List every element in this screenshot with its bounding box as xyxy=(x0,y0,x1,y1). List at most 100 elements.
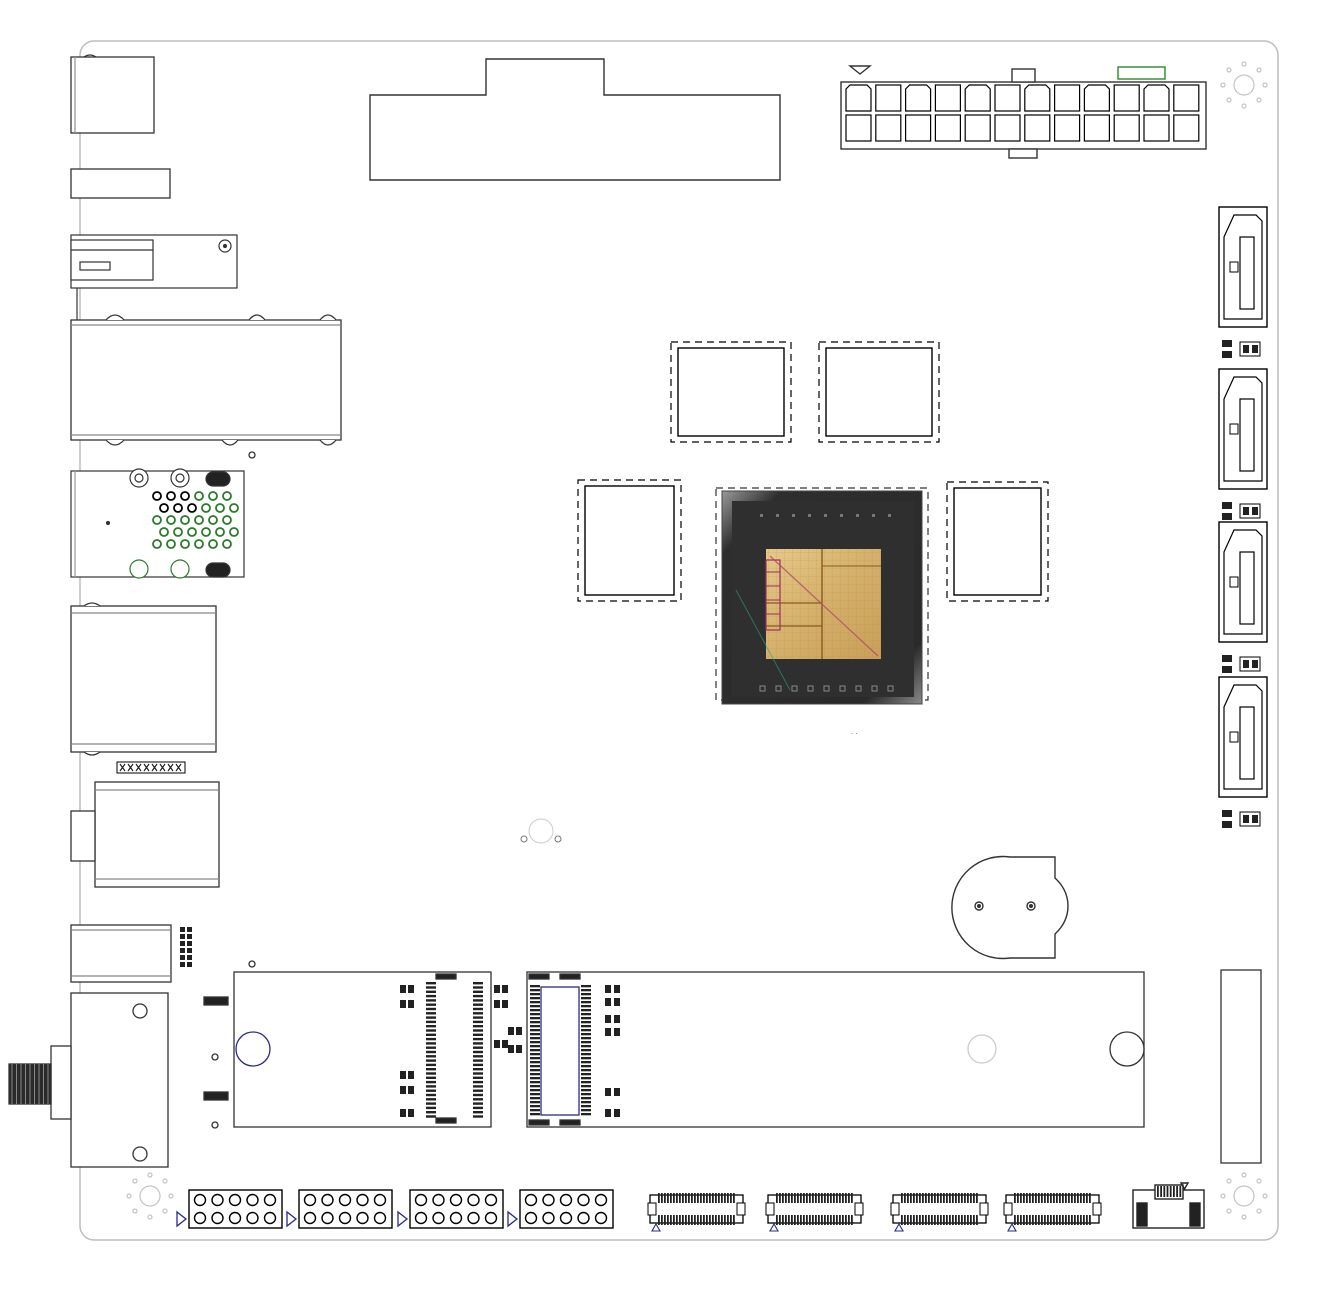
cpu-dot xyxy=(823,685,830,692)
smd-part xyxy=(1243,815,1249,823)
smd-part xyxy=(408,1109,414,1117)
m2-contact xyxy=(426,1050,436,1054)
small-header-pin xyxy=(180,941,185,946)
m2-contact xyxy=(581,1097,591,1100)
fpc-pin xyxy=(967,1193,969,1203)
m2-contact xyxy=(426,1029,436,1032)
fpc-pin xyxy=(1083,1193,1085,1203)
fpc-pin xyxy=(1080,1215,1082,1225)
fpc-pin xyxy=(916,1215,918,1225)
m2-contact xyxy=(426,986,436,989)
fpc-pin xyxy=(940,1193,942,1203)
m2-contact xyxy=(581,1045,591,1048)
m2-contact xyxy=(426,1098,436,1101)
memory-chip-2 xyxy=(825,347,933,437)
fpc-pin xyxy=(851,1215,853,1225)
fpc-pin xyxy=(976,1215,978,1225)
m2-contact xyxy=(426,1089,436,1092)
m2-contact xyxy=(426,1111,436,1114)
memory-chips xyxy=(577,341,1049,602)
fan-pin xyxy=(1179,1186,1182,1197)
fpc-pin xyxy=(697,1215,699,1225)
m2-contact xyxy=(581,1029,591,1032)
m2-contact xyxy=(581,993,591,996)
fpc-pin xyxy=(661,1193,663,1203)
antenna-connector xyxy=(8,992,169,1168)
fpc-pin xyxy=(919,1193,921,1203)
cpu-dot xyxy=(872,514,875,517)
m2-contact xyxy=(530,1005,540,1008)
rj45-pin xyxy=(222,491,232,501)
m2-contact xyxy=(581,1033,591,1036)
fpc-pin xyxy=(901,1193,903,1203)
rj45-pin xyxy=(215,503,225,513)
fpc-pin xyxy=(1023,1215,1025,1225)
fpc-pin xyxy=(782,1193,784,1203)
cpu-dot xyxy=(887,685,894,692)
m2-contact xyxy=(473,986,483,989)
m2-contact xyxy=(473,982,483,985)
sata-port-key xyxy=(1223,684,1263,790)
fan-header-pins xyxy=(1157,1186,1182,1197)
fan-pin xyxy=(1169,1186,1172,1197)
fpc-pin xyxy=(907,1193,909,1203)
atx-pin xyxy=(1173,84,1200,112)
small-header-pin xyxy=(187,962,192,967)
fpc-pin xyxy=(830,1193,832,1203)
m2-contact xyxy=(426,1072,436,1075)
m2-contact xyxy=(581,1101,591,1104)
smd-part xyxy=(1252,507,1258,515)
fpc-pin xyxy=(928,1193,930,1203)
smd-part xyxy=(1222,502,1232,509)
fpc-pin xyxy=(791,1193,793,1203)
fpc-pin xyxy=(904,1215,906,1225)
header-pin xyxy=(321,1193,334,1207)
smd-part xyxy=(1252,815,1258,823)
header-pin xyxy=(467,1193,480,1207)
rj45-pin xyxy=(201,503,211,513)
fpc-pin xyxy=(1065,1215,1067,1225)
fpc-pin xyxy=(922,1215,924,1225)
m2-contact xyxy=(581,1021,591,1024)
rj45-pin xyxy=(152,491,162,501)
fpc-pin xyxy=(827,1193,829,1203)
fpc-latch xyxy=(854,1202,864,1216)
smd-part xyxy=(1222,810,1232,817)
fpc-pin xyxy=(955,1193,957,1203)
m2-contact xyxy=(426,1025,436,1028)
pcie-slot xyxy=(369,58,781,181)
m2-contact xyxy=(530,1029,540,1032)
fpc-pin xyxy=(1056,1193,1058,1203)
fpc-pin xyxy=(1035,1215,1037,1225)
fpc-latch xyxy=(979,1202,989,1216)
fpc-pin xyxy=(931,1193,933,1203)
m2-wifi-contacts xyxy=(400,982,522,1118)
smd-part xyxy=(1222,666,1232,673)
m2-contact xyxy=(581,1093,591,1096)
fpc-pin xyxy=(712,1215,714,1225)
fpc-pin xyxy=(658,1215,660,1225)
rj45-pin xyxy=(166,515,176,525)
m2-contact xyxy=(473,1042,483,1045)
cpu-dot xyxy=(775,685,782,692)
smd-part xyxy=(502,985,508,993)
fpc-pin xyxy=(727,1193,729,1203)
m2-contact xyxy=(473,1003,483,1006)
m2-contact xyxy=(473,1046,483,1049)
audio-pin xyxy=(135,763,142,772)
sata-port-key xyxy=(1223,376,1263,482)
fpc-pin xyxy=(788,1215,790,1225)
smd-part xyxy=(400,1071,406,1079)
atx-pin xyxy=(934,114,962,142)
cpu-package-dots xyxy=(759,514,894,692)
atx-pin xyxy=(845,84,872,112)
fpc-pin xyxy=(1080,1193,1082,1203)
header-pin xyxy=(449,1193,463,1207)
fpc-pin xyxy=(925,1193,927,1203)
small-header-pin xyxy=(180,934,185,939)
header-pin xyxy=(559,1211,573,1225)
fpc-pin xyxy=(703,1193,705,1203)
header-pin xyxy=(246,1211,259,1225)
m2-contact xyxy=(473,1102,483,1105)
rj45-pin xyxy=(222,539,232,549)
